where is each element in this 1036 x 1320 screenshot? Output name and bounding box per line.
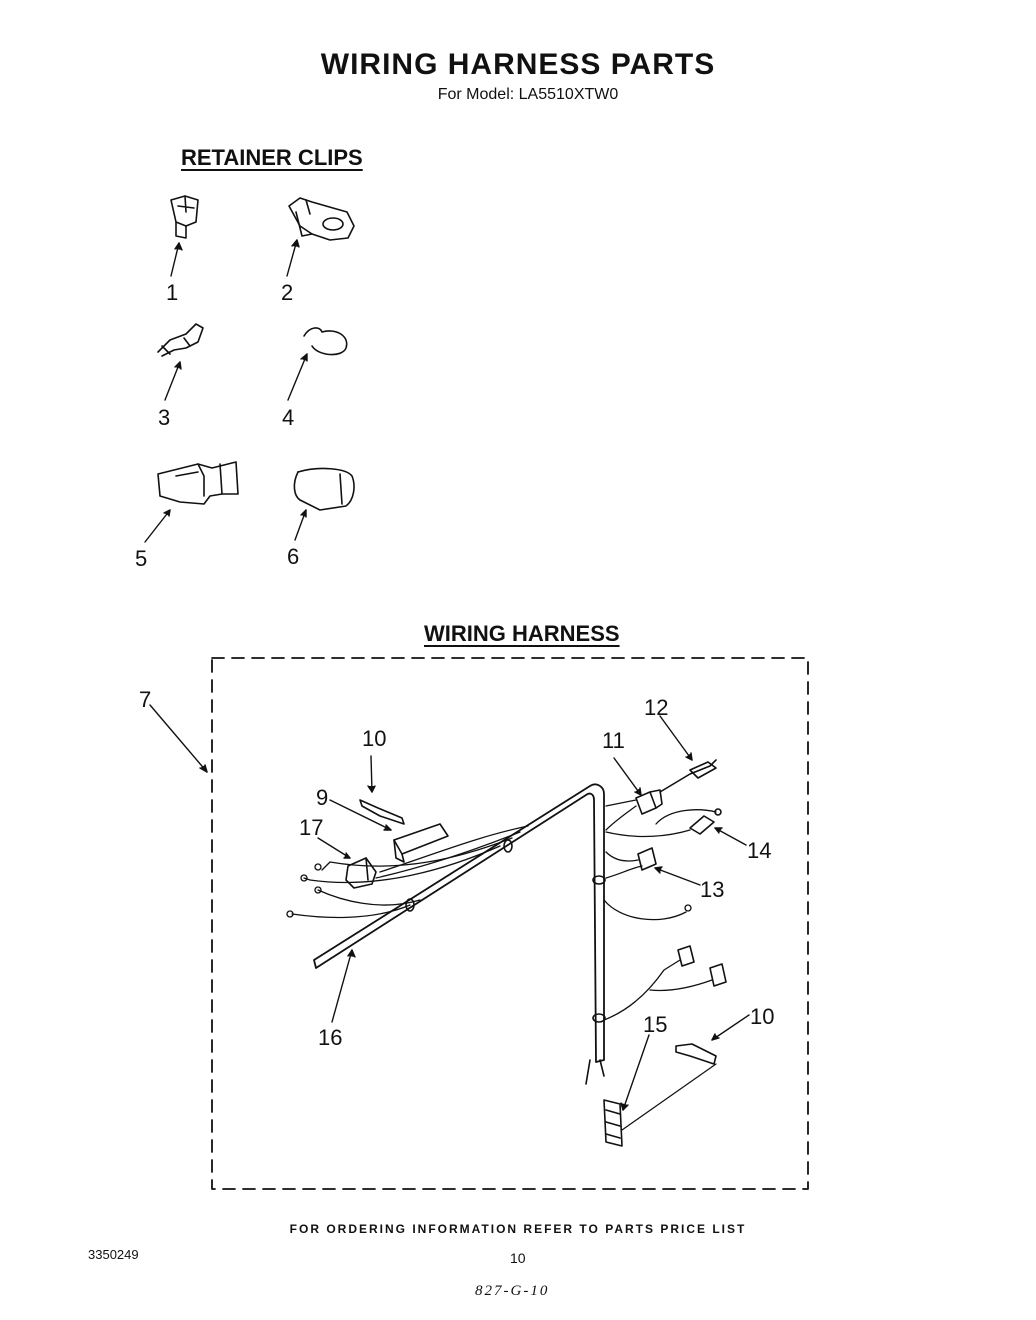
- callout-3: 3: [158, 405, 171, 430]
- page-number: 10: [510, 1250, 526, 1266]
- ordering-note: FOR ORDERING INFORMATION REFER TO PARTS …: [289, 1222, 747, 1236]
- part-9-connector: [393, 823, 449, 863]
- plug-right-lower: [709, 963, 727, 987]
- wiring-harness-heading: WIRING HARNESS: [424, 621, 620, 646]
- callout-16: 16: [318, 1025, 343, 1050]
- plug-right-upper: [677, 945, 695, 967]
- model-subtitle: For Model: LA5510XTW0: [437, 86, 619, 103]
- part-11-connector: [605, 789, 663, 831]
- callout-10-left: 10: [362, 726, 387, 751]
- callout-5: 5: [135, 546, 148, 571]
- retainer-clips-heading: RETAINER CLIPS: [181, 145, 363, 170]
- callout-9: 9: [316, 785, 329, 810]
- page-title: WIRING HARNESS PARTS: [320, 48, 716, 81]
- callout-12: 12: [644, 695, 669, 720]
- callout-10-right: 10: [750, 1004, 775, 1029]
- callout-7: 7: [139, 687, 152, 712]
- clip-1-drawing: [170, 195, 199, 239]
- clip-6-drawing: [293, 467, 355, 511]
- clip-leader-arrows: [144, 239, 308, 543]
- callout-15: 15: [643, 1012, 668, 1037]
- callout-14: 14: [747, 838, 772, 863]
- clip-3-drawing: [157, 323, 204, 357]
- clip-4-drawing: [303, 327, 348, 356]
- callout-4: 4: [282, 405, 295, 430]
- part-17-plug: [345, 857, 377, 889]
- callout-2: 2: [281, 280, 294, 305]
- part-12-terminal: [659, 759, 717, 793]
- callout-6: 6: [287, 544, 300, 569]
- callout-13: 13: [700, 877, 725, 902]
- part-15-connector: [603, 1063, 717, 1147]
- callout-17: 17: [299, 815, 324, 840]
- harness-frame: [211, 657, 809, 1190]
- harness-leader-arrows: [149, 704, 750, 1111]
- clip-2-drawing: [288, 197, 355, 241]
- clip-5-drawing: [157, 461, 239, 505]
- part-10-terminal-left: [359, 799, 405, 825]
- left-wire-bundle: [286, 825, 529, 919]
- harness-trunk: [313, 783, 606, 1085]
- part-14-connector: [605, 808, 722, 838]
- part-10-terminal-right: [675, 1043, 717, 1065]
- callout-1: 1: [166, 280, 179, 305]
- part-13-connector: [605, 847, 657, 879]
- handwritten-note: 827-G-10: [475, 1283, 550, 1299]
- right-wire-bundle: [603, 899, 713, 1021]
- callout-11: 11: [602, 728, 625, 753]
- document-number: 3350249: [88, 1247, 139, 1262]
